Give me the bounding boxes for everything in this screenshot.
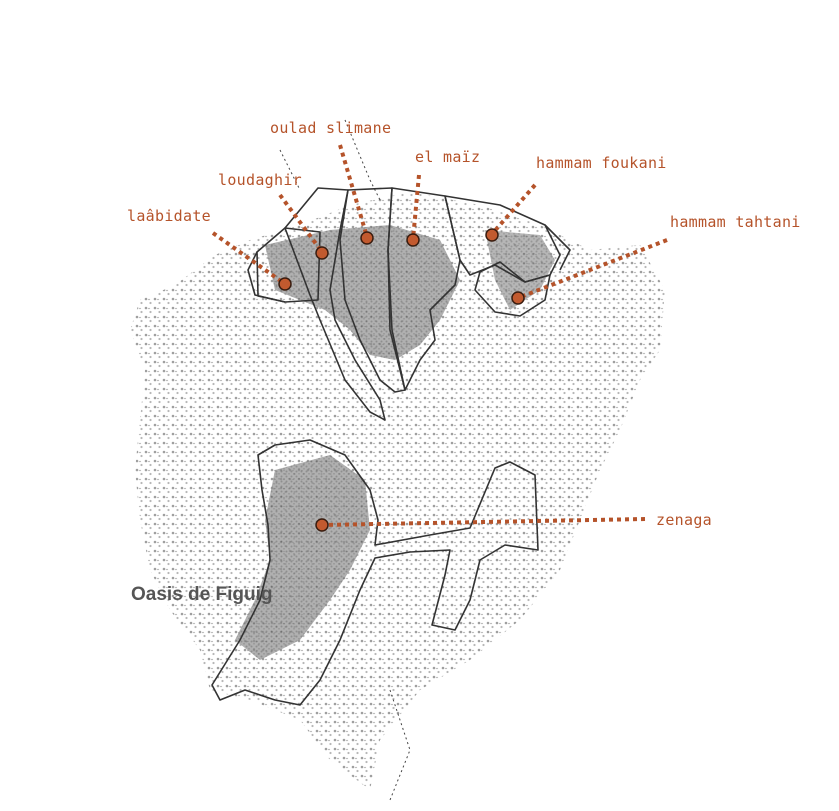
leader-zenaga [321,517,646,527]
label-hammam-foukani: hammam foukani [536,154,667,172]
marker-laabidate[interactable] [278,277,292,291]
leader-loudaghir [278,193,324,254]
label-oulad-slimane: oulad slimane [270,119,391,137]
leader-laabidate [211,231,287,286]
label-hammam-tahtani: hammam tahtani [670,213,801,231]
dense-settlement-north [265,225,460,360]
dense-settlement-zenaga [235,455,370,660]
district-zenaga [211,439,539,706]
marker-oulad-slimane[interactable] [360,231,374,245]
label-loudaghir: loudaghir [218,171,302,189]
marker-el-maiz[interactable] [406,233,420,247]
label-el-maiz: el maïz [415,148,480,166]
marker-zenaga[interactable] [315,518,329,532]
leader-el-maiz [411,174,421,240]
marker-hammam-tahtani[interactable] [511,291,525,305]
marker-loudaghir[interactable] [315,246,329,260]
label-zenaga: zenaga [656,511,712,529]
leader-hammam-tahtani [517,238,668,300]
marker-hammam-foukani[interactable] [485,228,499,242]
label-laabidate: laâbidate [127,207,211,225]
survey-line [344,119,381,201]
survey-line [389,689,411,801]
district-hammam-tahtani [474,261,551,317]
leader-hammam-foukani [490,183,537,236]
map-title: Oasis de Figuig [131,584,272,605]
